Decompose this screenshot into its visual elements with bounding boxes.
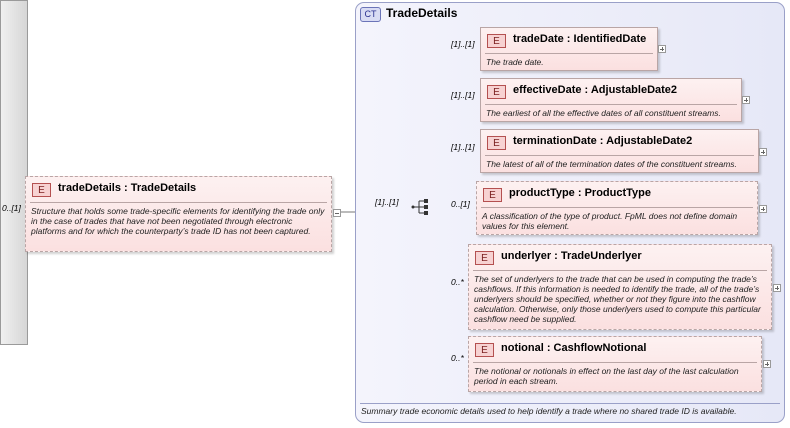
element-description: The set of underlyers to the trade that … xyxy=(474,274,761,324)
complex-type-description: Summary trade economic details used to h… xyxy=(361,406,737,416)
root-cardinality: 0..[1] xyxy=(2,203,21,213)
divider xyxy=(485,155,754,156)
element-description: Structure that holds some trade-specific… xyxy=(31,206,325,236)
element-icon: E xyxy=(475,343,494,357)
divider xyxy=(473,362,757,363)
complex-type-icon: CT xyxy=(360,7,381,22)
sequence-compositor[interactable] xyxy=(0,0,28,345)
element-name: tradeDate : IdentifiedDate xyxy=(513,33,647,45)
element-name: effectiveDate : AdjustableDate2 xyxy=(513,84,678,96)
element-description: A classification of the type of product.… xyxy=(482,211,738,231)
divider xyxy=(30,202,327,203)
element-description: The notional or notionals in effect on t… xyxy=(474,366,739,386)
divider xyxy=(360,403,780,404)
element-name: terminationDate : AdjustableDate2 xyxy=(513,135,693,147)
element-icon: E xyxy=(32,183,51,197)
cardinality: 0..[1] xyxy=(451,199,470,209)
element-name: underlyer : TradeUnderlyer xyxy=(501,250,642,262)
element-description: The trade date. xyxy=(486,57,544,67)
collapse-toggle-icon[interactable] xyxy=(333,209,341,217)
element-icon: E xyxy=(487,85,506,99)
cardinality: 0..* xyxy=(451,353,464,363)
expand-icon[interactable] xyxy=(773,284,781,292)
element-terminationDate[interactable]: E terminationDate : AdjustableDate2 The … xyxy=(480,129,759,173)
expand-icon[interactable] xyxy=(759,148,767,156)
element-effectiveDate[interactable]: E effectiveDate : AdjustableDate2 The ea… xyxy=(480,78,742,122)
element-name: notional : CashflowNotional xyxy=(501,342,647,354)
expand-icon[interactable] xyxy=(763,360,771,368)
element-underlyer[interactable]: E underlyer : TradeUnderlyer The set of … xyxy=(468,244,772,330)
divider xyxy=(481,207,753,208)
complex-type-title: TradeDetails xyxy=(386,6,458,20)
element-description: The latest of all of the termination dat… xyxy=(486,159,737,169)
element-icon: E xyxy=(483,188,502,202)
cardinality: [1]..[1] xyxy=(451,39,475,49)
element-name: tradeDetails : TradeDetails xyxy=(58,182,197,194)
element-notional[interactable]: E notional : CashflowNotional The notion… xyxy=(468,336,762,392)
cardinality: 0..* xyxy=(451,277,464,287)
expand-icon[interactable] xyxy=(759,205,767,213)
element-icon: E xyxy=(475,251,494,265)
element-productType[interactable]: E productType : ProductType A classifica… xyxy=(476,181,758,235)
expand-icon[interactable] xyxy=(742,96,750,104)
expand-icon[interactable] xyxy=(658,45,666,53)
element-name: productType : ProductType xyxy=(509,187,651,199)
sequence-cardinality: [1]..[1] xyxy=(375,197,399,207)
divider xyxy=(485,104,737,105)
cardinality: [1]..[1] xyxy=(451,90,475,100)
cardinality: [1]..[1] xyxy=(451,142,475,152)
element-description: The earliest of all the effective dates … xyxy=(486,108,721,118)
element-icon: E xyxy=(487,136,506,150)
element-tradeDate[interactable]: E tradeDate : IdentifiedDate The trade d… xyxy=(480,27,658,71)
element-icon: E xyxy=(487,34,506,48)
divider xyxy=(473,270,767,271)
divider xyxy=(485,53,653,54)
root-element-tradeDetails[interactable]: E tradeDetails : TradeDetails Structure … xyxy=(25,176,332,252)
